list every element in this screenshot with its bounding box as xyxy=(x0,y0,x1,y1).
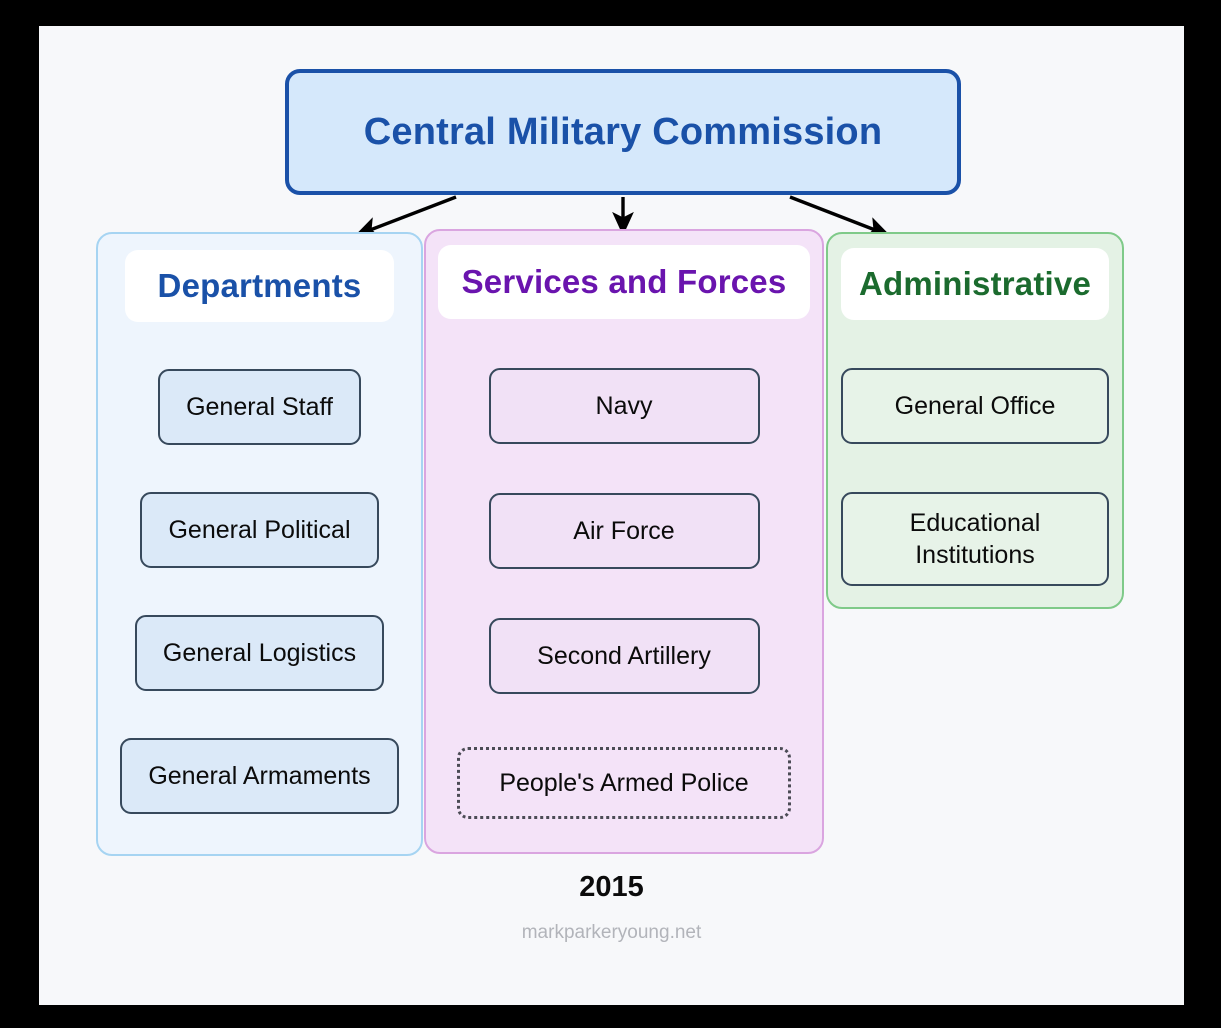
column-header-departments: Departments xyxy=(125,250,394,322)
node-general-political[interactable]: General Political xyxy=(140,492,379,568)
node-general-logistics[interactable]: General Logistics xyxy=(134,615,385,691)
column-header-label-administrative: Administrative xyxy=(858,265,1092,302)
node-general-staff[interactable]: General Staff xyxy=(158,369,361,445)
node-label: People's Armed Police xyxy=(499,769,749,797)
node-navy[interactable]: Navy xyxy=(488,368,760,444)
node-peoples-armed-police[interactable]: People's Armed Police xyxy=(457,747,791,819)
column-header-services-and-forces: Services and Forces xyxy=(438,245,810,319)
column-services-and-forces: Services and Forces Navy Air Force Secon… xyxy=(424,229,824,854)
node-label: Second Artillery xyxy=(537,642,711,670)
column-header-administrative: Administrative xyxy=(841,248,1109,320)
node-label: General Office xyxy=(894,392,1056,420)
node-label: General Logistics xyxy=(162,639,357,667)
node-label: Air Force xyxy=(573,517,675,545)
node-label: General Armaments xyxy=(148,762,371,790)
node-label: Navy xyxy=(595,392,653,420)
column-header-label-services-and-forces: Services and Forces xyxy=(461,263,787,300)
node-second-artillery[interactable]: Second Artillery xyxy=(488,618,760,694)
column-departments: Departments General Staff General Politi… xyxy=(96,232,423,856)
node-label: General Staff xyxy=(186,393,333,421)
node-label: Educational Institutions xyxy=(909,509,1041,569)
diagram-canvas: Central Military Commission Departments … xyxy=(39,26,1184,1005)
root-node-label: Central Military Commission xyxy=(363,110,883,153)
column-administrative: Administrative General Office Educationa… xyxy=(826,232,1124,609)
column-header-label-departments: Departments xyxy=(157,267,362,304)
root-node-central-military-commission[interactable]: Central Military Commission xyxy=(285,69,961,195)
footer-credit: markparkeryoung.net xyxy=(521,922,702,943)
node-air-force[interactable]: Air Force xyxy=(488,493,760,569)
node-general-office[interactable]: General Office xyxy=(841,368,1109,444)
node-general-armaments[interactable]: General Armaments xyxy=(120,738,399,814)
footer-year: 2015 xyxy=(579,871,644,903)
node-label: General Political xyxy=(168,516,351,544)
node-educational-institutions[interactable]: Educational Institutions xyxy=(841,492,1109,586)
